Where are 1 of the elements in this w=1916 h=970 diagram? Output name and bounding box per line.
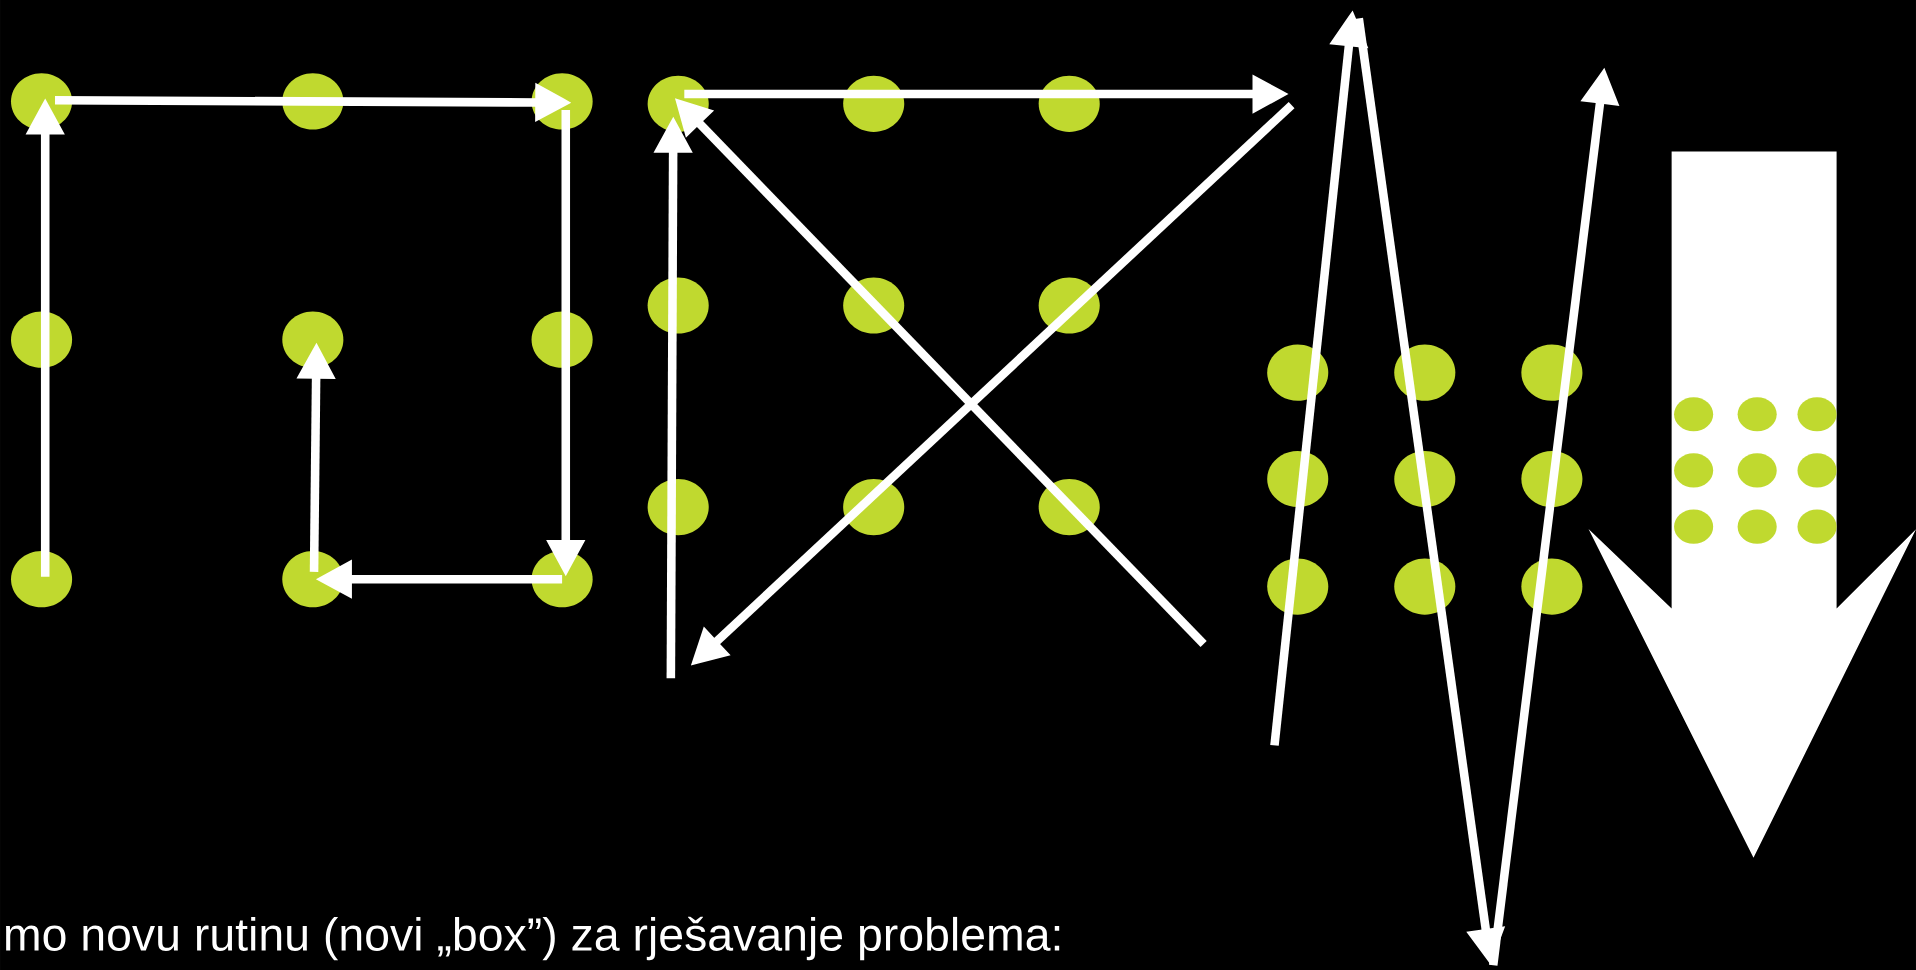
caption-text: mo novu rutinu (novi „box”) za rješavanje problema: [6,916,1060,961]
